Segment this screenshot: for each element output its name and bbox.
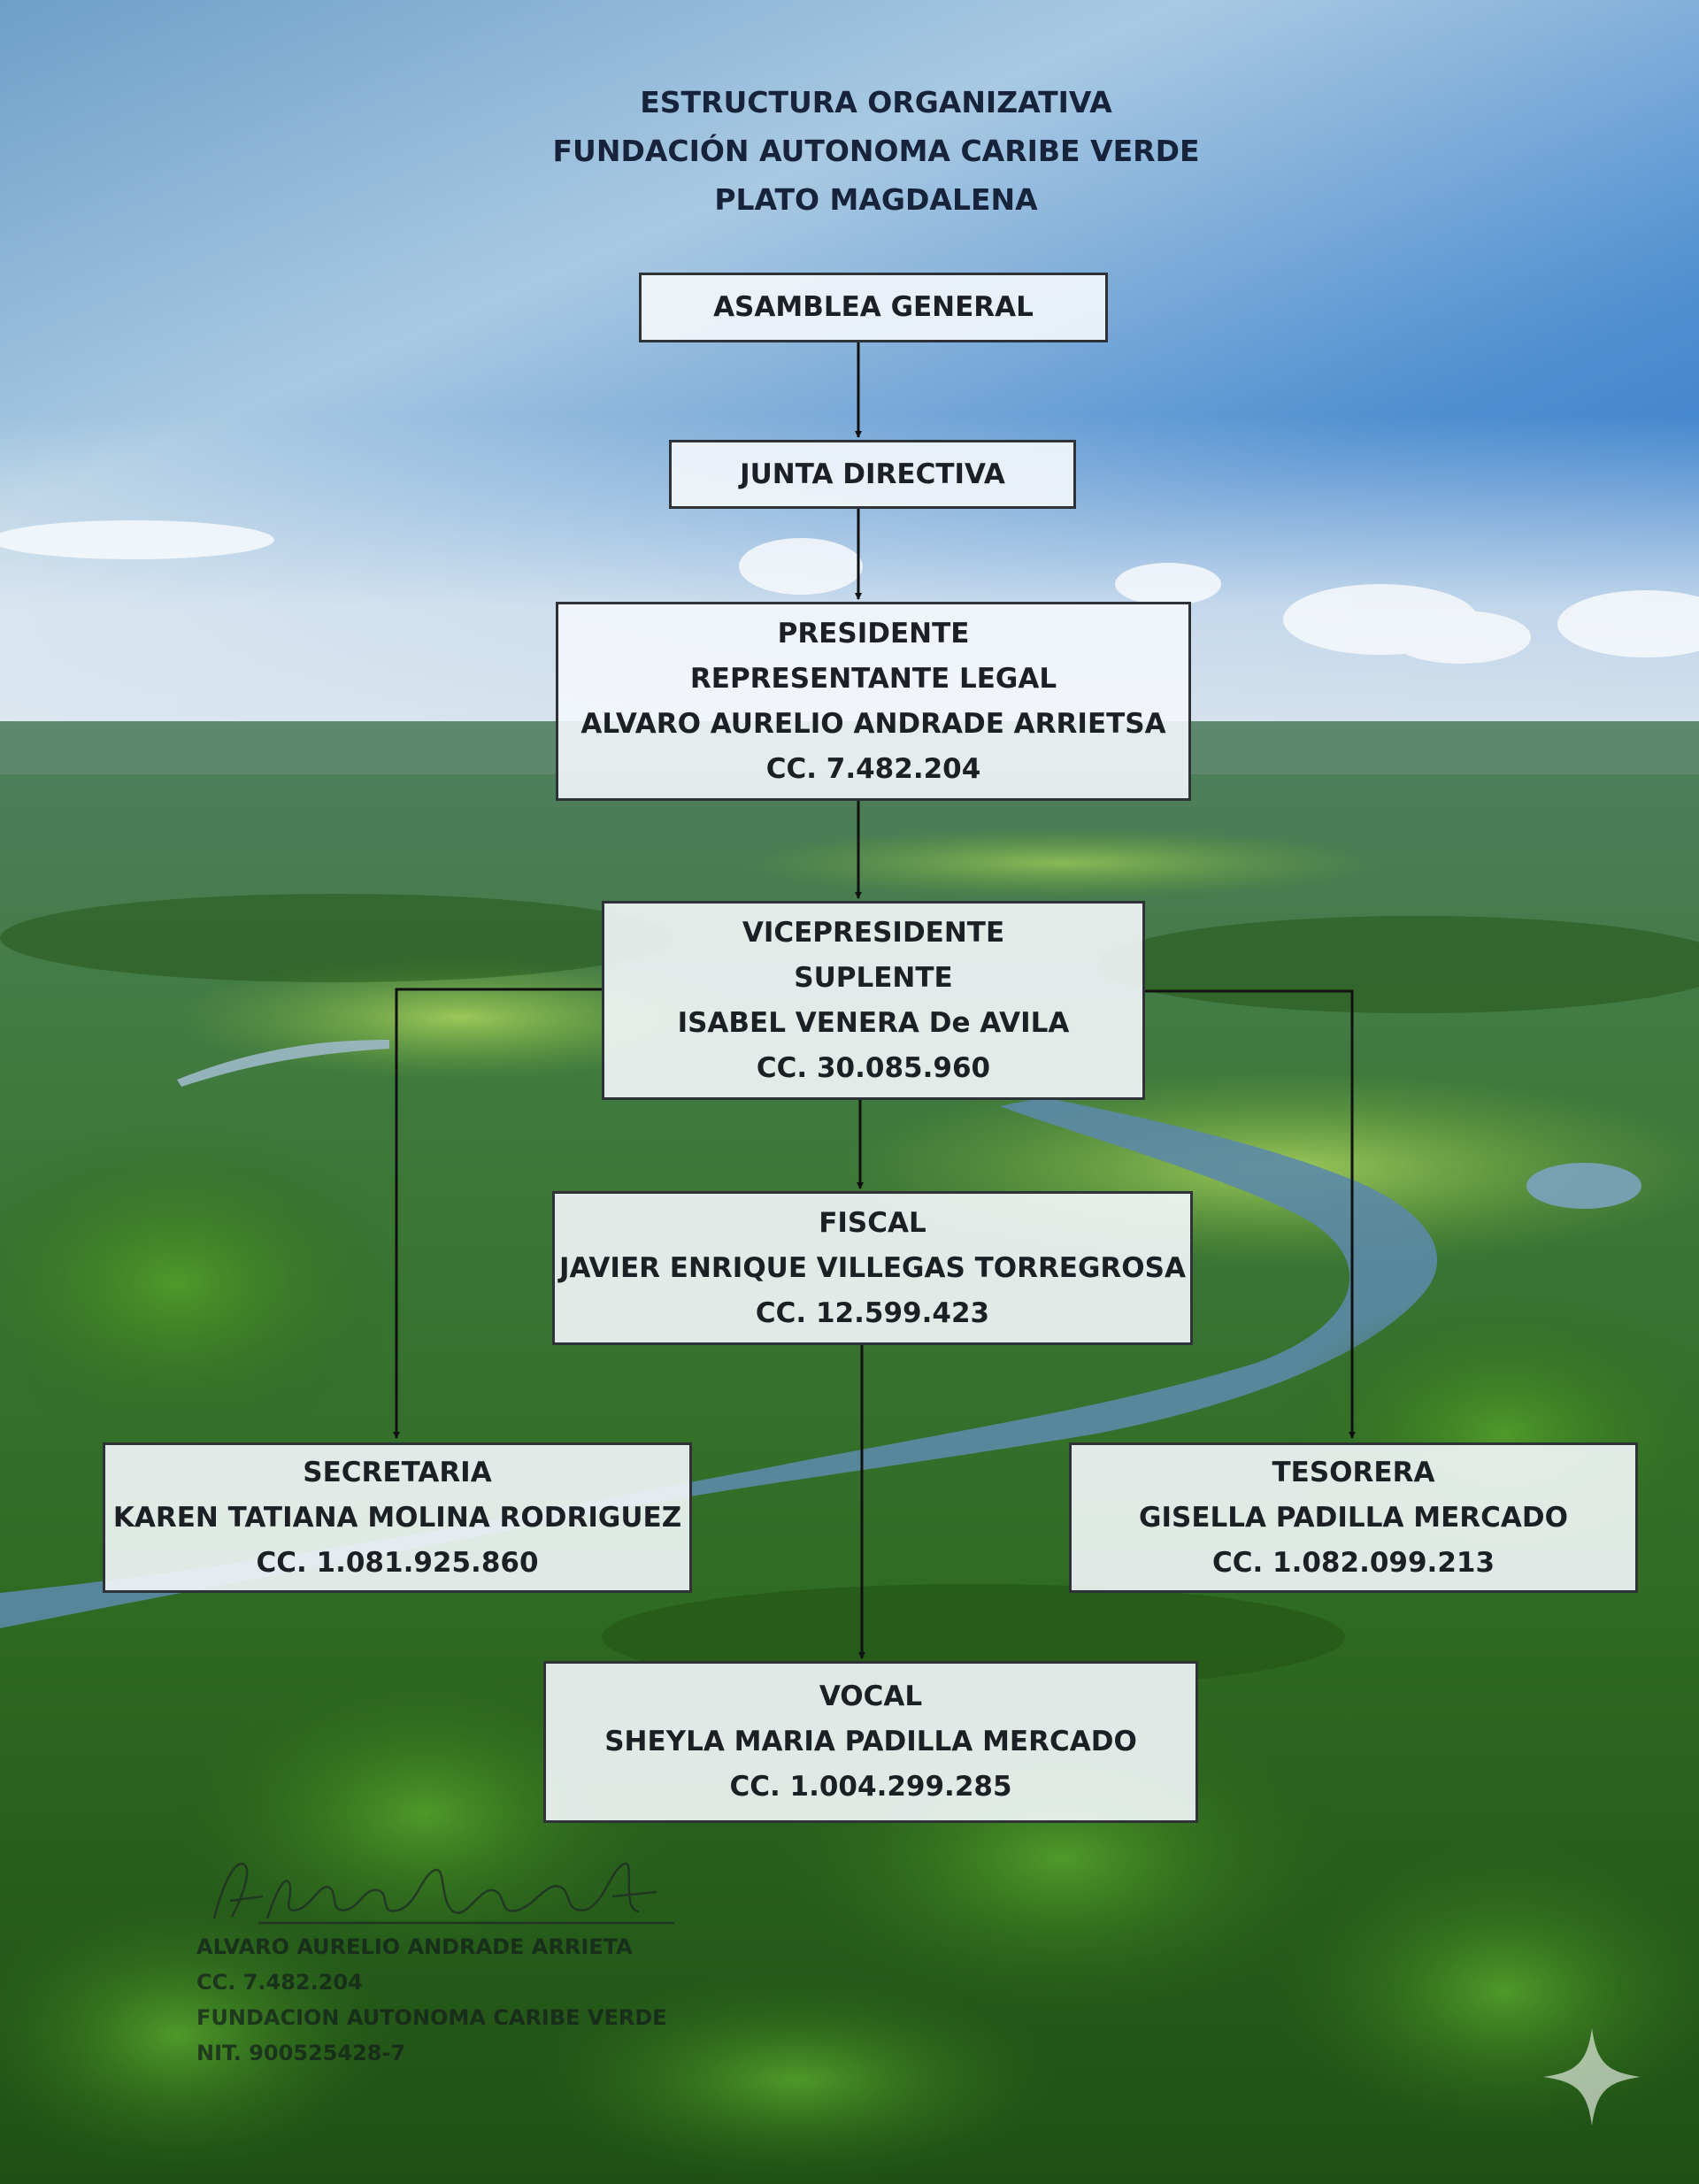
node-id-number: CC. 30.085.960: [756, 1051, 991, 1084]
node-id-number: CC. 1.082.099.213: [1211, 1546, 1495, 1579]
node-person-name: GISELLA PADILLA MERCADO: [1139, 1501, 1568, 1534]
signature-name: ALVARO AURELIO ANDRADE ARRIETA: [196, 1934, 633, 1959]
signature-id: CC. 7.482.204: [196, 1970, 363, 1995]
node-id-number: CC. 1.004.299.285: [729, 1771, 1012, 1803]
node-person-name: ISABEL VENERA De AVILA: [677, 1006, 1070, 1039]
node-role: SECRETARIA: [303, 1456, 492, 1488]
signature-nit: NIT. 900525428-7: [196, 2041, 406, 2065]
node-role: TESORERA: [1272, 1456, 1435, 1488]
title-line-1: ESTRUCTURA ORGANIZATIVA: [640, 85, 1112, 119]
signature-organization: FUNDACION AUTONOMA CARIBE VERDE: [196, 2005, 667, 2030]
node-id-number: CC. 1.081.925.860: [256, 1546, 539, 1579]
node-person-name: KAREN TATIANA MOLINA RODRIGUEZ: [112, 1501, 682, 1534]
chart-title: ESTRUCTURA ORGANIZATIVA FUNDACIÓN AUTONO…: [407, 78, 1345, 224]
connector-vicepresidente-tesorera: [1143, 989, 1356, 1439]
node-person-name: JAVIER ENRIQUE VILLEGAS TORREGROSA: [559, 1251, 1186, 1284]
connector-vicepresidente-secretaria: [393, 988, 603, 1439]
node-role: PRESIDENTE: [777, 617, 970, 650]
node-person-name: ALVARO AURELIO ANDRADE ARRIETSA: [580, 707, 1166, 740]
node-fiscal: FISCAL JAVIER ENRIQUE VILLEGAS TORREGROS…: [552, 1191, 1193, 1345]
signature-block: ALVARO AURELIO ANDRADE ARRIETA CC. 7.482…: [196, 1848, 692, 2087]
title-line-2: FUNDACIÓN AUTONOMA CARIBE VERDE: [552, 134, 1200, 168]
node-tesorera: TESORERA GISELLA PADILLA MERCADO CC. 1.0…: [1069, 1442, 1638, 1593]
handwritten-signature: [212, 1862, 674, 1925]
node-role: VOCAL: [819, 1680, 923, 1712]
node-id-number: CC. 7.482.204: [765, 752, 981, 785]
node-id-number: CC. 12.599.423: [755, 1296, 990, 1329]
node-role-secondary: SUPLENTE: [794, 961, 953, 994]
node-secretaria: SECRETARIA KAREN TATIANA MOLINA RODRIGUE…: [103, 1442, 692, 1593]
node-role: VICEPRESIDENTE: [742, 916, 1005, 949]
sparkle-icon: [1543, 2028, 1641, 2126]
node-presidente: PRESIDENTE REPRESENTANTE LEGAL ALVARO AU…: [556, 602, 1191, 801]
title-line-3: PLATO MAGDALENA: [714, 182, 1038, 217]
node-label: ASAMBLEA GENERAL: [713, 291, 1034, 323]
node-label: JUNTA DIRECTIVA: [740, 458, 1005, 490]
node-role: FISCAL: [819, 1206, 926, 1239]
node-asamblea-general: ASAMBLEA GENERAL: [639, 273, 1108, 342]
node-role-secondary: REPRESENTANTE LEGAL: [689, 662, 1057, 695]
node-vocal: VOCAL SHEYLA MARIA PADILLA MERCADO CC. 1…: [543, 1661, 1198, 1823]
node-vicepresidente: VICEPRESIDENTE SUPLENTE ISABEL VENERA De…: [602, 901, 1145, 1100]
node-person-name: SHEYLA MARIA PADILLA MERCADO: [604, 1726, 1137, 1757]
node-junta-directiva: JUNTA DIRECTIVA: [669, 440, 1076, 509]
